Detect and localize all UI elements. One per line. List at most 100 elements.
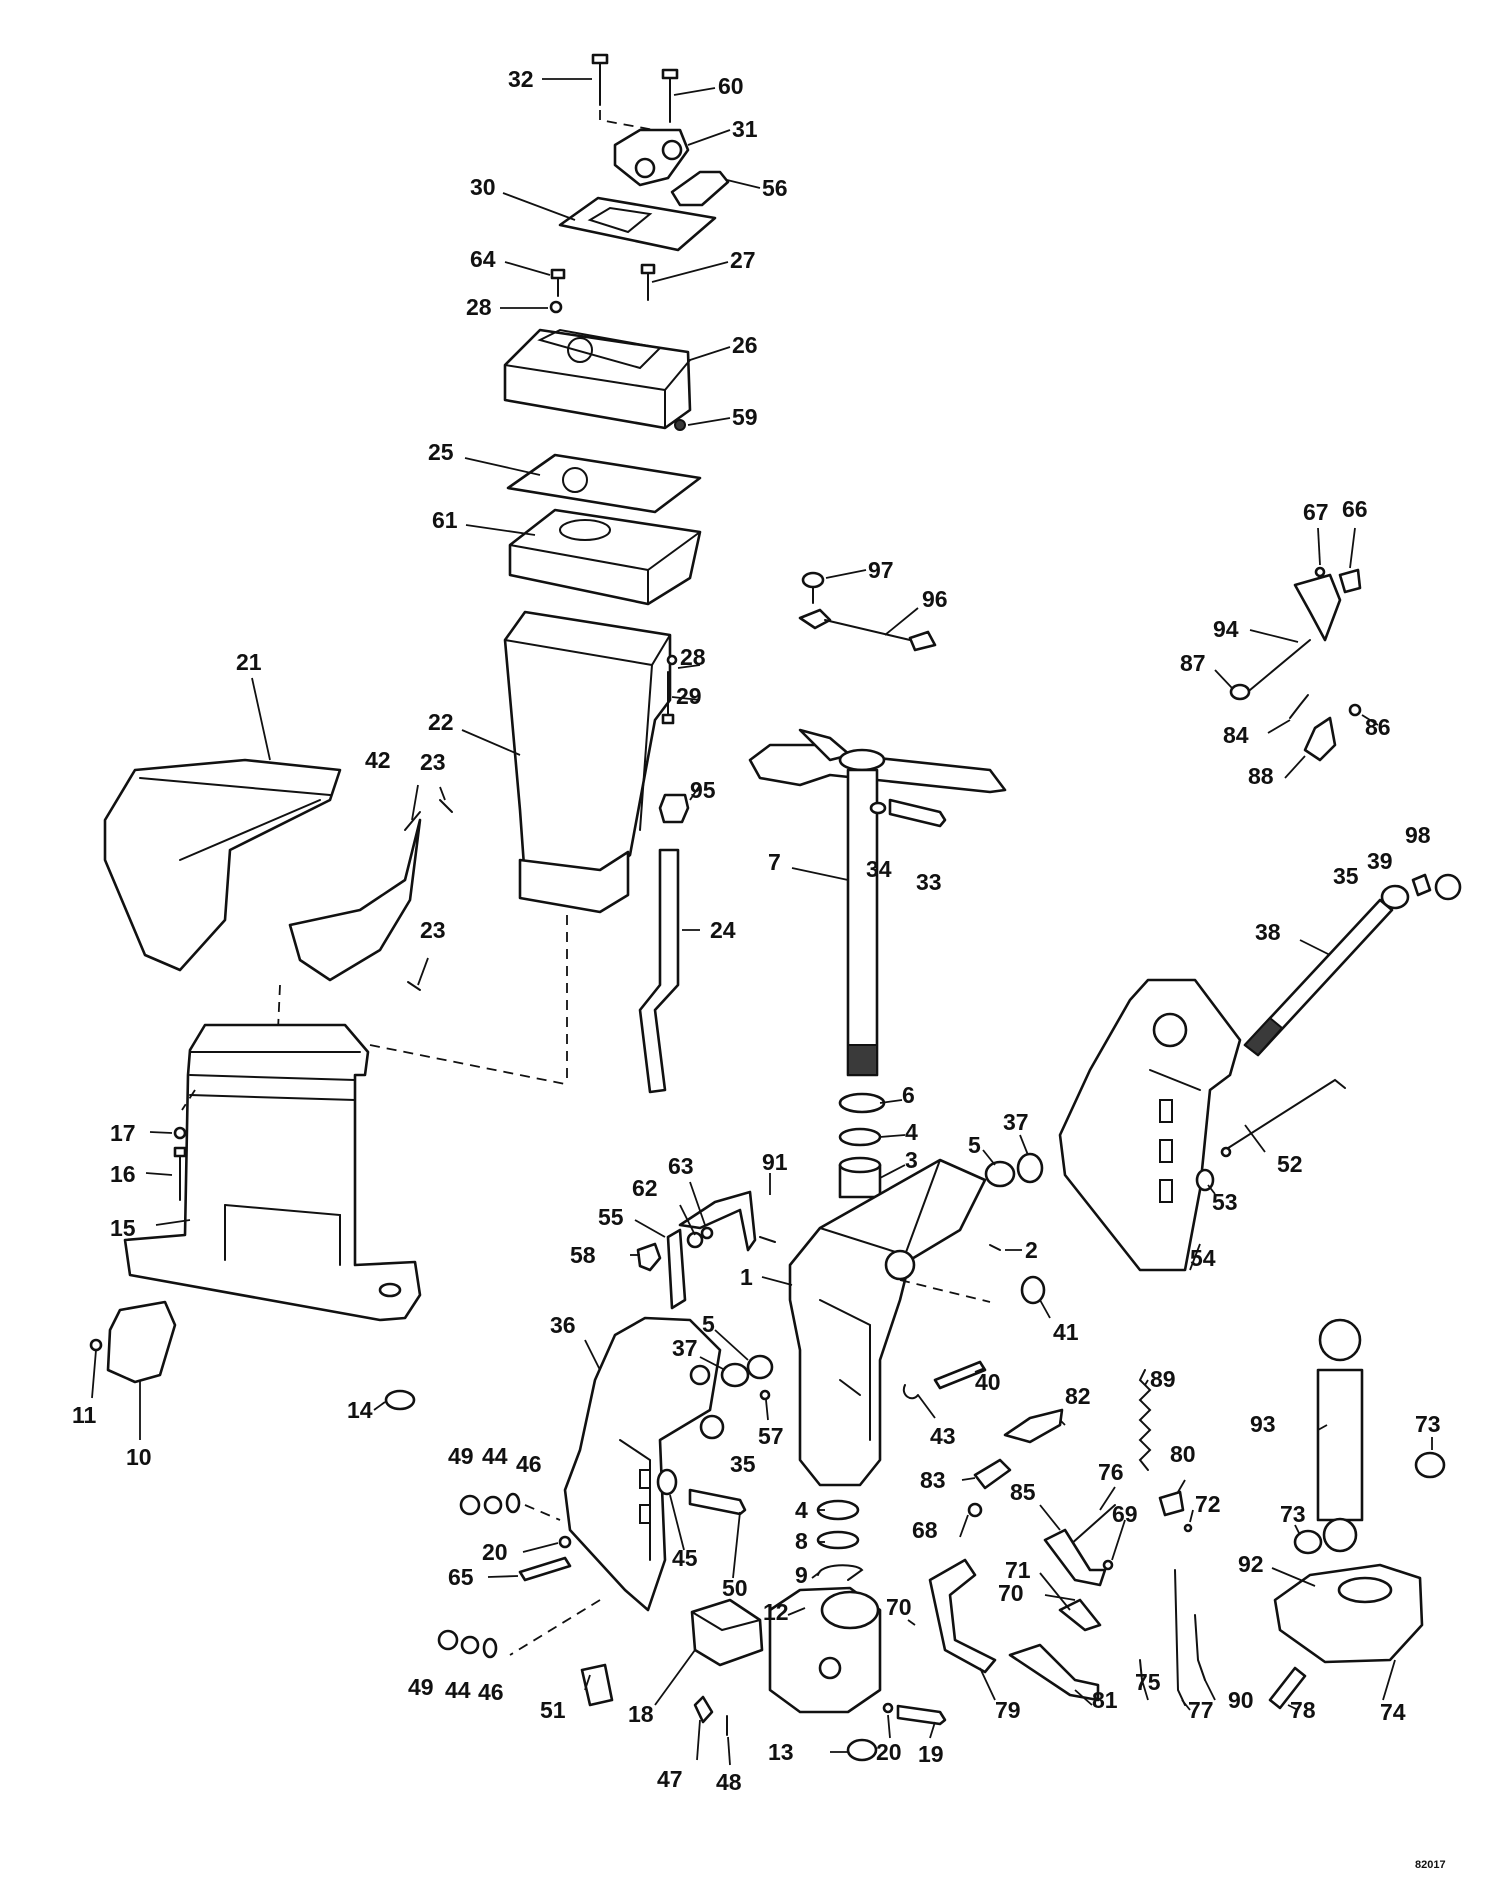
link-55 [666,1228,687,1310]
callout-51: 51 [540,1697,566,1723]
adapter-26 [503,328,692,430]
washer-69 [1102,1559,1114,1571]
callout-16: 16 [110,1161,136,1187]
swivel-bracket-7 [748,728,1007,1077]
screw-27 [640,263,656,301]
callout-11: 11 [72,1402,97,1428]
washer-45 [656,1468,678,1496]
callout-80: 80 [1170,1441,1196,1467]
screw-16 [173,1146,187,1201]
bushing-5-upper [984,1160,1016,1188]
callout-73-left: 73 [1280,1501,1306,1527]
washer-8 [816,1530,860,1550]
callout-59: 59 [732,404,758,430]
callout-48: 48 [716,1769,742,1795]
callout-22: 22 [428,709,454,735]
leader-lines [91,78,1433,1766]
nut-13 [846,1738,878,1762]
callout-61: 61 [432,507,458,533]
callout-76: 76 [1098,1459,1124,1485]
pin-58 [636,1242,662,1272]
callout-97: 97 [868,557,894,583]
callout-4-upper: 4 [905,1119,918,1145]
callout-5-upper: 5 [968,1132,981,1158]
washer-17 [173,1126,187,1140]
screw-65 [518,1556,572,1582]
knob-87 [1229,683,1251,701]
clip-47 [693,1695,714,1724]
washer-37-upper [1016,1152,1044,1184]
cap-66 [1338,568,1362,594]
callout-33: 33 [916,869,942,895]
callout-74: 74 [1380,1699,1406,1725]
callout-67: 67 [1303,499,1329,525]
screw-50 [688,1488,747,1516]
bushing-3 [838,1156,882,1199]
callout-98: 98 [1405,822,1431,848]
callout-6: 6 [902,1082,915,1108]
bracket-31 [613,128,690,187]
nut-44-upper [483,1495,503,1515]
plate-56 [670,170,730,207]
bushing-39 [1411,873,1432,897]
callout-19: 19 [918,1741,944,1767]
callout-93: 93 [1250,1411,1276,1437]
callout-8: 8 [795,1528,808,1554]
screw-97 [801,571,825,604]
callout-15: 15 [110,1215,136,1241]
plate-61 [508,508,702,606]
pin-40 [933,1360,987,1390]
callout-18: 18 [628,1701,654,1727]
callout-71: 71 [1005,1557,1031,1583]
callout-28-right: 28 [680,644,706,670]
pin-75 [1139,1659,1143,1681]
bracket-74 [1273,1563,1424,1664]
tube-24 [638,848,680,1094]
washer-46-upper [505,1492,521,1514]
callout-10: 10 [126,1444,152,1470]
screw-23-upper [439,799,453,813]
screw-60 [661,68,679,123]
washer-34 [869,801,887,815]
callout-42: 42 [365,747,391,773]
nut-35 [699,1414,725,1440]
callout-13: 13 [768,1739,794,1765]
pin-78 [1268,1666,1307,1710]
callout-32: 32 [508,66,534,92]
callout-84: 84 [1223,722,1249,748]
callout-69: 69 [1112,1501,1138,1527]
callout-96: 96 [922,586,948,612]
callout-17: 17 [110,1120,136,1146]
callout-29: 29 [676,683,702,709]
callout-94: 94 [1213,616,1239,642]
callout-60: 60 [718,73,744,99]
callout-63: 63 [668,1153,694,1179]
clip-84 [1289,694,1309,719]
pin-67 [1314,566,1326,578]
callout-44-lower: 44 [445,1677,471,1703]
swivel-bracket-1 [788,1158,987,1487]
tilt-tube-38 [1243,898,1394,1057]
washer-28-top [549,300,563,314]
callout-68: 68 [912,1517,938,1543]
callout-81: 81 [1092,1687,1118,1713]
link-85 [1043,1528,1107,1587]
callout-20-left: 20 [482,1539,508,1565]
callout-43: 43 [930,1423,956,1449]
callout-70-right: 70 [998,1580,1024,1606]
trim-cylinder-93 [1316,1318,1364,1553]
bushing-14 [384,1389,416,1411]
callout-31: 31 [732,116,758,142]
callout-50: 50 [722,1575,748,1601]
washer-28-right [666,654,678,666]
callout-37-upper: 37 [1003,1109,1029,1135]
callout-49-lower: 49 [408,1674,434,1700]
cover-plate-10 [106,1300,177,1384]
callout-7: 7 [768,849,781,875]
swivel-12 [768,1586,882,1714]
nut-98 [1434,873,1462,901]
callout-78: 78 [1290,1697,1316,1723]
callout-21: 21 [236,649,262,675]
callout-40: 40 [975,1369,1001,1395]
